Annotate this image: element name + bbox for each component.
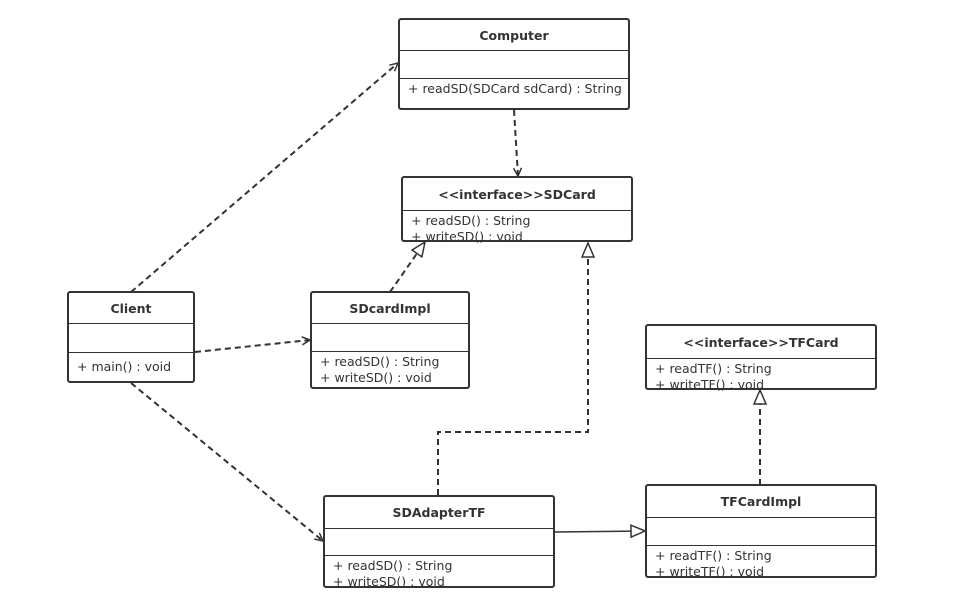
operation: + writeSD() : void [333, 574, 445, 589]
dependency-client-sdadaptertf [130, 382, 323, 541]
class-name: SDAdapterTF [325, 497, 553, 529]
operations-section: + readSD() : String + writeSD() : void [325, 556, 553, 590]
dependency-computer-sdcard [514, 109, 518, 176]
operation: + writeTF() : void [655, 377, 765, 392]
class-computer[interactable]: Computer + readSD(SDCard sdCard) : Strin… [398, 18, 630, 110]
class-client[interactable]: Client + main() : void [67, 291, 195, 383]
attributes-section [69, 324, 193, 353]
operation: + readTF() : String [655, 361, 772, 376]
interface-tfcard[interactable]: <<interface>>TFCard + readTF() : String … [645, 324, 877, 393]
dependency-client-computer [130, 63, 398, 293]
operation: + writeTF() : void [655, 564, 765, 579]
realization-sdadaptertf-sdcard [437, 243, 588, 495]
class-name: Client [69, 293, 193, 324]
operation: + writeSD() : void [411, 229, 523, 244]
operations-section: + readTF() : String + writeTF() : void [647, 359, 875, 393]
attributes-section [325, 529, 553, 556]
operation: + readSD(SDCard sdCard) : String [408, 81, 622, 96]
association-sdadaptertf-tfcardimpl [553, 531, 645, 532]
interface-name: <<interface>>SDCard [403, 178, 631, 211]
class-sdcardimpl[interactable]: SDcardImpl + readSD() : String + writeSD… [310, 291, 470, 389]
operation: + readSD() : String [411, 213, 531, 228]
operation: + main() : void [77, 359, 172, 374]
operations-section: + readSD(SDCard sdCard) : String [400, 79, 628, 97]
operation: + writeSD() : void [320, 370, 432, 385]
operations-section: + readSD() : String + writeSD() : void [312, 352, 468, 386]
attributes-section [312, 324, 468, 352]
class-name: SDcardImpl [312, 293, 468, 324]
operation: + readSD() : String [320, 354, 440, 369]
attributes-section [647, 518, 875, 546]
class-name: Computer [400, 20, 628, 51]
attributes-section [400, 51, 628, 79]
class-name: TFCardImpl [647, 486, 875, 518]
realization-sdcardimpl-sdcard [389, 242, 425, 293]
class-tfcardimpl[interactable]: TFCardImpl + readTF() : String + writeTF… [645, 484, 877, 580]
class-sdadaptertf[interactable]: SDAdapterTF + readSD() : String + writeS… [323, 495, 555, 590]
interface-name: <<interface>>TFCard [647, 326, 875, 359]
operations-section: + readTF() : String + writeTF() : void [647, 546, 875, 580]
operation: + readTF() : String [655, 548, 772, 563]
operations-section: + main() : void [69, 353, 193, 375]
operation: + readSD() : String [333, 558, 453, 573]
dependency-client-sdcardimpl [194, 340, 310, 353]
operations-section: + readSD() : String + writeSD() : void [403, 211, 631, 245]
interface-sdcard[interactable]: <<interface>>SDCard + readSD() : String … [401, 176, 633, 245]
